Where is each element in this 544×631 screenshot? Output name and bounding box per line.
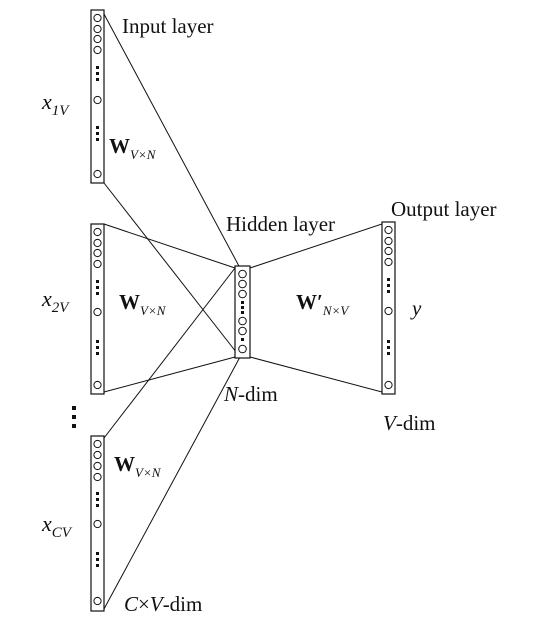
input-layer-1-nodes — [93, 13, 102, 179]
w-output-label: W′N×V — [296, 290, 350, 318]
node — [384, 246, 393, 256]
node — [93, 238, 102, 248]
node — [93, 307, 102, 317]
w-input2-label: WV×N — [119, 290, 167, 318]
node — [93, 24, 102, 34]
node — [384, 380, 393, 390]
node — [93, 227, 102, 237]
input-layer-2-nodes — [93, 227, 102, 390]
edge-input2-top — [103, 223, 236, 269]
edge-inputc-top — [103, 267, 236, 439]
node — [93, 248, 102, 258]
input-layer-1-ellipsis — [96, 66, 99, 141]
node — [238, 316, 247, 326]
node — [384, 257, 393, 267]
node — [93, 34, 102, 44]
x1-label: x1V — [41, 89, 70, 119]
output-layer-nodes — [384, 225, 393, 390]
node — [238, 269, 247, 279]
xc-label: xCV — [41, 511, 73, 541]
node — [238, 344, 247, 354]
input-layer-c-nodes — [93, 439, 102, 606]
hidden-layer-ellipsis — [241, 301, 244, 341]
edge-inputc-bottom — [103, 356, 241, 610]
v-dim-label: V-dim — [383, 411, 436, 435]
output-layer-label: Output layer — [391, 197, 497, 221]
edge-input2-bottom — [103, 356, 236, 393]
edge-input1-top — [103, 13, 241, 269]
node — [238, 326, 247, 336]
node — [238, 279, 247, 289]
node — [93, 519, 102, 529]
input-layers-ellipsis — [72, 406, 76, 428]
node — [93, 450, 102, 460]
x2-label: x2V — [41, 286, 70, 316]
connection-lines — [103, 13, 383, 610]
node — [93, 259, 102, 269]
edge-output-top — [249, 223, 383, 269]
edge-input1-bottom — [103, 182, 241, 358]
output-layer-ellipsis — [387, 278, 390, 355]
input-layer-c-ellipsis — [96, 492, 99, 567]
y-label: y — [410, 296, 422, 320]
node — [93, 45, 102, 55]
node — [93, 13, 102, 23]
node — [93, 439, 102, 449]
hidden-layer-label: Hidden layer — [226, 212, 335, 236]
input-layer-2-ellipsis — [96, 280, 99, 355]
edge-output-bottom — [249, 356, 383, 393]
node — [93, 95, 102, 105]
node — [384, 236, 393, 246]
node — [93, 380, 102, 390]
n-dim-label: N-dim — [223, 382, 278, 406]
w-inputc-label: WV×N — [114, 452, 162, 480]
node — [384, 225, 393, 235]
node — [238, 289, 247, 299]
node — [93, 596, 102, 606]
node — [93, 472, 102, 482]
input-layer-label: Input layer — [122, 14, 214, 38]
hidden-layer-nodes — [238, 269, 247, 354]
cv-dim-label: C×V-dim — [124, 592, 202, 616]
node — [384, 306, 393, 316]
node — [93, 461, 102, 471]
w-input1-label: WV×N — [109, 134, 157, 162]
node — [93, 169, 102, 179]
